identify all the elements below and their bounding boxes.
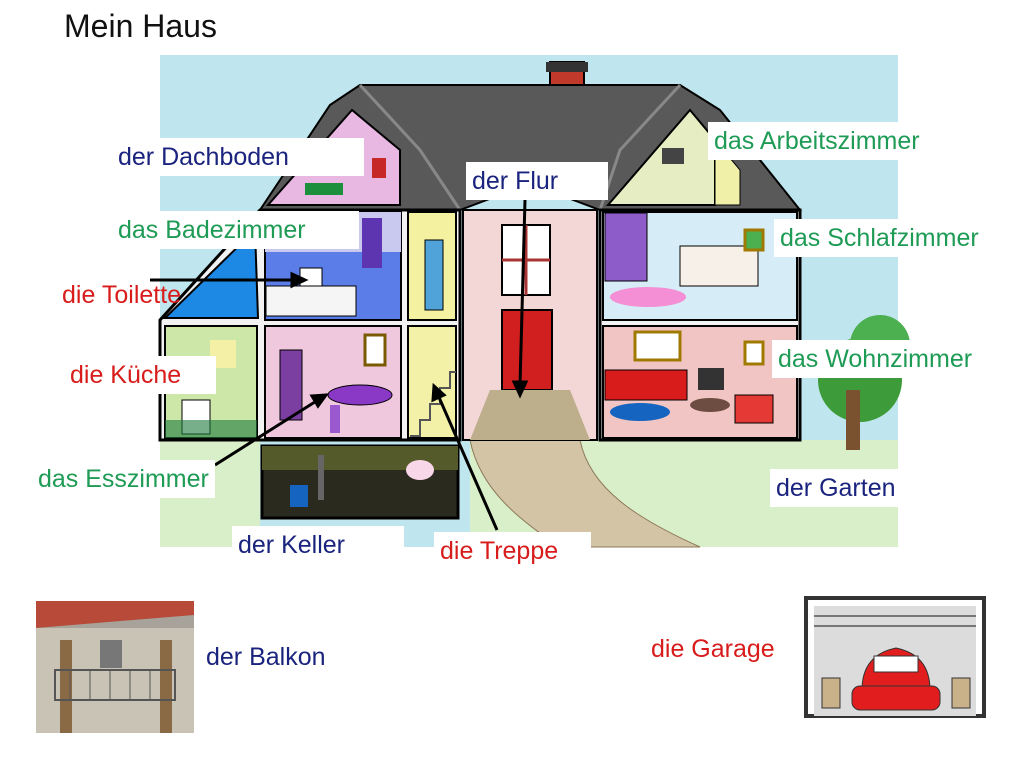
label-arbeitszimmer: das Arbeitszimmer <box>708 122 926 160</box>
label-badezimmer: das Badezimmer <box>112 211 359 249</box>
label-garage: die Garage <box>645 630 781 668</box>
label-flur: der Flur <box>466 162 608 200</box>
label-schlafzimmer: das Schlafzimmer <box>774 219 985 257</box>
pointer-arrows <box>150 199 529 531</box>
tree-trunk <box>846 390 860 450</box>
label-garten: der Garten <box>770 469 907 507</box>
balcony-picture <box>36 601 194 733</box>
label-esszimmer: das Esszimmer <box>32 460 215 498</box>
label-dachboden: der Dachboden <box>112 138 364 176</box>
garden-path <box>469 439 701 548</box>
label-treppe: die Treppe <box>434 532 591 570</box>
label-toilette: die Toilette <box>62 281 182 309</box>
label-kueche: die Küche <box>64 356 216 394</box>
garage-picture <box>804 596 986 718</box>
front-door <box>501 309 553 391</box>
label-keller: der Keller <box>232 526 404 564</box>
page-title: Mein Haus <box>64 8 217 44</box>
label-balkon: der Balkon <box>200 638 332 676</box>
label-wohnzimmer: das Wohnzimmer <box>772 340 979 378</box>
